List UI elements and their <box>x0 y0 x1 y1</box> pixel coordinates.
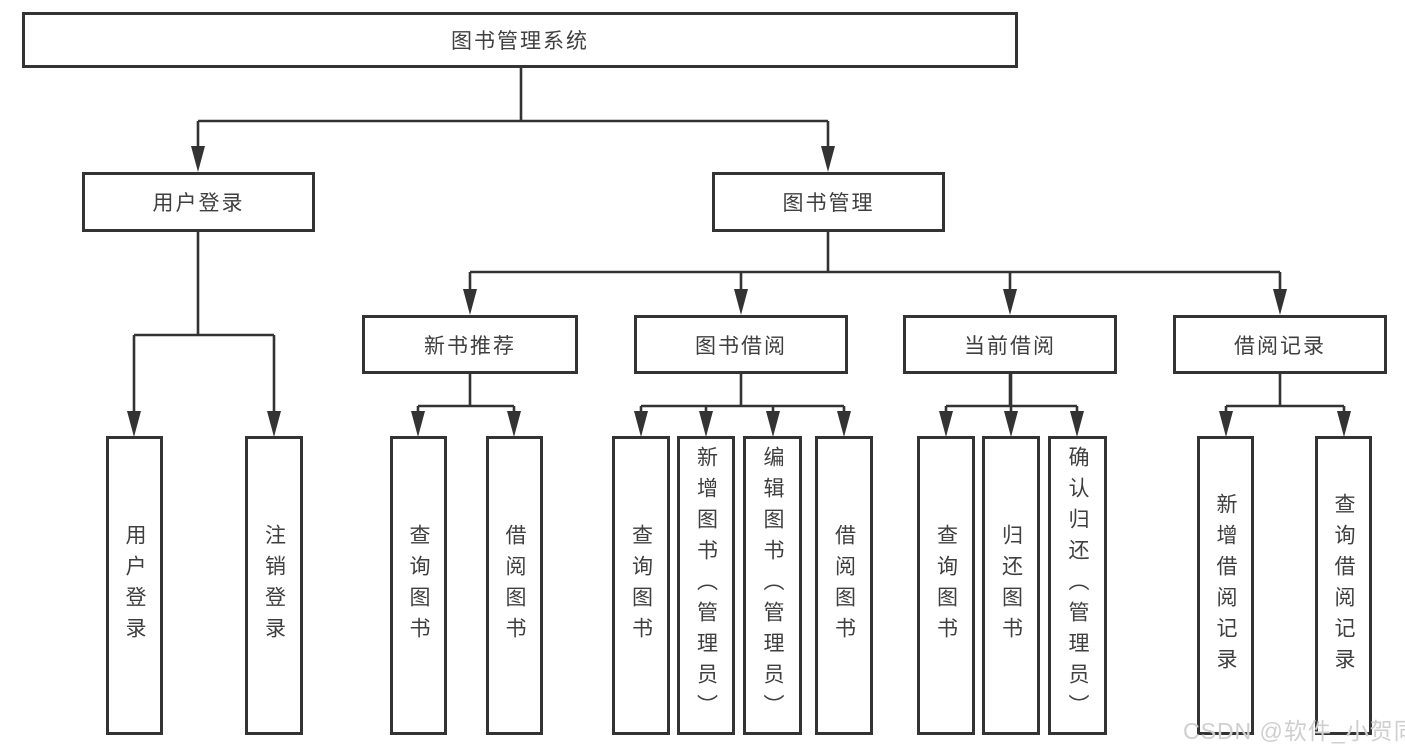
leaf-query-book-borrow: 查询图书 <box>612 436 670 735</box>
leaf-return-book: 归还图书 <box>982 436 1040 735</box>
node-new-book-recommend: 新书推荐 <box>362 315 578 374</box>
leaf-logout: 注销登录 <box>245 436 303 735</box>
arrowheads <box>127 146 1351 437</box>
leaf-query-book-recommend: 查询图书 <box>390 436 447 735</box>
csdn-watermark: CSDN @软件_小贺同学 <box>1183 718 1405 744</box>
leaf-query-book-current: 查询图书 <box>917 436 975 735</box>
node-book-management: 图书管理 <box>712 172 945 232</box>
node-user-login: 用户登录 <box>82 172 315 232</box>
leaf-add-borrow-record: 新增借阅记录 <box>1197 436 1254 735</box>
leaf-edit-book-admin: 编辑图书（管理员） <box>743 436 802 735</box>
node-current-borrow: 当前借阅 <box>903 315 1117 374</box>
node-book-borrow: 图书借阅 <box>634 315 848 374</box>
leaf-add-book-admin: 新增图书（管理员） <box>677 436 735 735</box>
node-root-system: 图书管理系统 <box>22 12 1018 68</box>
connector-strokes <box>132 68 1346 415</box>
leaf-confirm-return-admin: 确认归还（管理员） <box>1048 436 1107 735</box>
leaf-user-login: 用户登录 <box>106 436 163 735</box>
leaf-borrow-book-recommend: 借阅图书 <box>486 436 543 735</box>
leaf-borrow-book: 借阅图书 <box>815 436 873 735</box>
node-borrow-record: 借阅记录 <box>1173 315 1387 374</box>
leaf-query-borrow-record: 查询借阅记录 <box>1315 436 1372 735</box>
